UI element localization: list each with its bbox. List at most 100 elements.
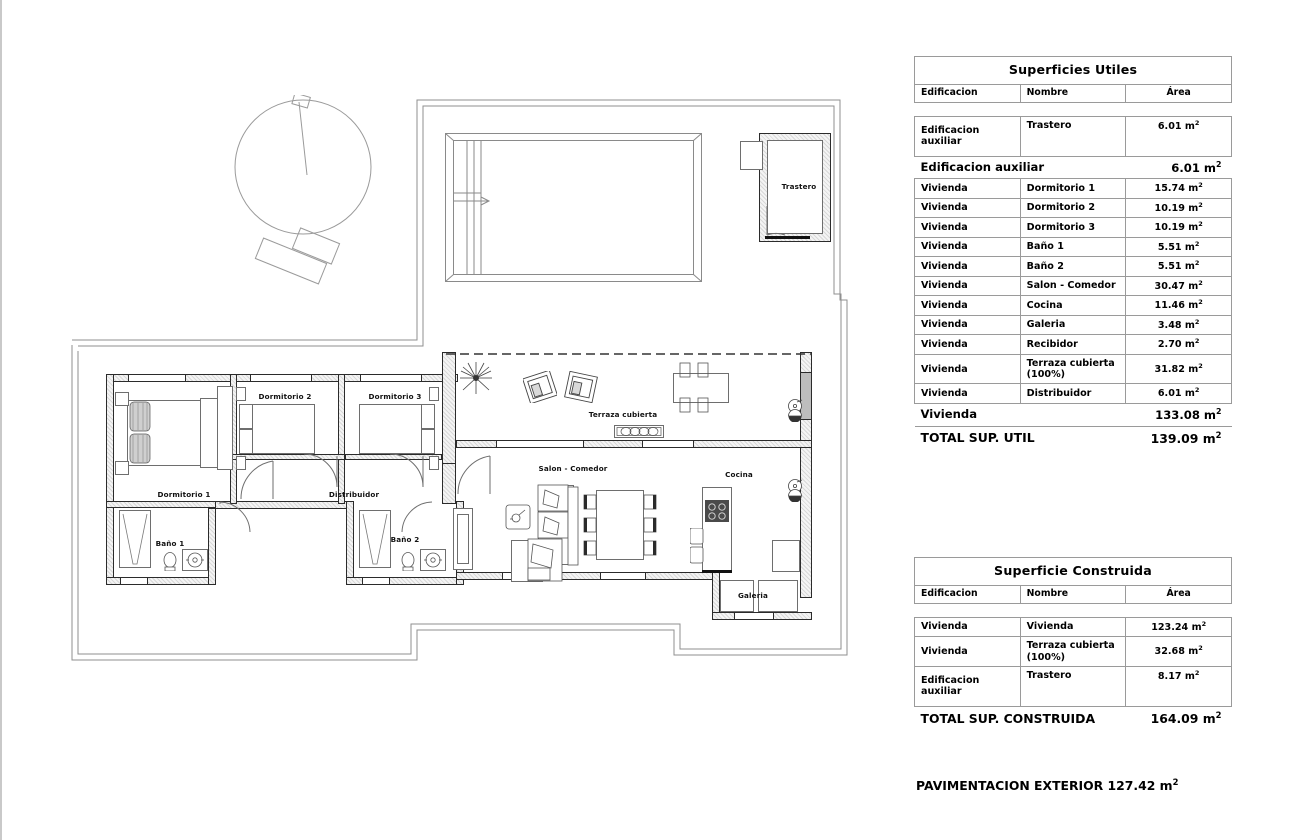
total-value: 139.09 m2: [1125, 426, 1232, 450]
window-bedroom1: [128, 374, 186, 382]
recibidor-closet-inner: [457, 514, 469, 564]
terrace-dining-chairs: [679, 362, 709, 413]
wall-east-bano1: [208, 501, 216, 585]
window-salon-south-2: [600, 572, 646, 580]
wall-west-bano1: [106, 501, 114, 585]
bed-bedroom2: [249, 404, 315, 454]
wardrobe-master: [217, 386, 233, 470]
wall-west-bedroom1: [106, 374, 114, 509]
cell-area: 6.01 m2: [1125, 115, 1232, 157]
terrace-coffee-table-detail: [616, 427, 662, 436]
kitchen-stools: [690, 528, 704, 564]
room-label-distribuidor: Distribuidor: [328, 490, 380, 499]
pavimentacion-label: PAVIMENTACION EXTERIOR: [916, 778, 1104, 794]
table-header-row: Edificacion Nombre Área: [914, 83, 1232, 103]
col-header-nombre: Nombre: [1019, 584, 1127, 604]
sliding-door-salon: [496, 440, 584, 448]
col-header-edificacion: Edificacion: [914, 584, 1021, 604]
col-header-area: Área: [1125, 83, 1232, 103]
cell-edificacion: Edificacion auxiliar: [914, 665, 1021, 707]
total-value: 164.09 m2: [1125, 706, 1232, 730]
cell-area: 6.01 m2: [1125, 383, 1232, 404]
window-bano1: [120, 577, 148, 585]
bed2-pillow-b: [239, 429, 253, 454]
nightstand-bedroom3-b: [429, 456, 439, 470]
cell-nombre: Recibidor: [1019, 334, 1127, 355]
nightstand-bedroom2-b: [236, 456, 246, 470]
cell-edificacion: Vivienda: [914, 217, 1021, 238]
table-title: Superficie Construida: [914, 557, 1232, 586]
total-label: TOTAL SUP. CONSTRUIDA: [914, 706, 1126, 730]
table-row: Edificacion auxiliar Trastero 8.17 m2: [914, 665, 1232, 707]
cell-area: 11.46 m2: [1125, 295, 1232, 316]
subtotal-label: Vivienda: [914, 402, 1126, 427]
table-total-row: TOTAL SUP. UTIL 139.09 m2: [914, 426, 1232, 450]
sink-bano1-symbol: [186, 552, 204, 568]
parasol-and-loungers-icon: [234, 95, 372, 285]
cell-area: 3.48 m2: [1125, 314, 1232, 336]
bed2-pillow-a: [239, 404, 253, 429]
shower-bano2-symbol: [362, 513, 388, 565]
bed3-pillow-b: [421, 429, 435, 454]
sink-kitchen-lower-icon: [788, 479, 803, 502]
table-row: Vivienda Cocina 11.46 m2: [914, 295, 1232, 316]
cell-edificacion: Vivienda: [914, 256, 1021, 277]
nightstand-left-1: [115, 392, 129, 406]
room-label-cocina: Cocina: [725, 470, 753, 479]
table-row: Vivienda Terraza cubierta (100%) 31.82 m…: [914, 353, 1232, 385]
cell-nombre: Dormitorio 1: [1019, 178, 1127, 199]
table-total-row: TOTAL SUP. CONSTRUIDA 164.09 m2: [914, 706, 1232, 730]
cell-area: 123.24 m2: [1125, 616, 1232, 638]
cell-area: 5.51 m2: [1125, 236, 1232, 258]
armchair-terrace-1: [523, 371, 557, 403]
cell-area: 2.70 m2: [1125, 334, 1232, 355]
swimming-pool: [445, 133, 702, 282]
col-header-area: Área: [1125, 584, 1232, 604]
col-header-nombre: Nombre: [1019, 83, 1127, 103]
door-bedroom3-icon: [389, 453, 425, 488]
cell-edificacion: Vivienda: [914, 197, 1021, 219]
sofa-cushions: [537, 484, 579, 566]
window-galeria: [734, 612, 774, 620]
table-row: Vivienda Salon - Comedor 30.47 m2: [914, 275, 1232, 297]
galeria-unit-1: [720, 580, 754, 612]
room-label-dormitorio-2: Dormitorio 2: [258, 392, 312, 401]
table-row: Vivienda Vivienda 123.24 m2: [914, 616, 1232, 638]
table-row: Vivienda Galeria 3.48 m2: [914, 314, 1232, 336]
cell-edificacion: Vivienda: [914, 295, 1021, 316]
trastero-threshold: [765, 236, 810, 239]
door-bano2-icon: [401, 501, 434, 534]
total-label: TOTAL SUP. UTIL: [914, 426, 1126, 450]
partition-bed2-bed3: [338, 374, 345, 504]
table-row: Vivienda Baño 1 5.51 m2: [914, 236, 1232, 258]
cell-edificacion: Edificacion auxiliar: [914, 115, 1021, 157]
cell-edificacion: Vivienda: [914, 383, 1021, 404]
table-superficies-utiles: Superficies Utiles Edificacion Nombre Ár…: [914, 56, 1232, 450]
door-bano1-icon: [219, 501, 252, 534]
cell-edificacion: Vivienda: [914, 314, 1021, 336]
table-spacer: [915, 603, 1232, 617]
table-title: Superficies Utiles: [914, 56, 1232, 85]
pavimentacion-exterior-note: PAVIMENTACION EXTERIOR 127.42 m2: [916, 777, 1178, 793]
table-row: Vivienda Baño 2 5.51 m2: [914, 256, 1232, 277]
cell-nombre: Cocina: [1019, 295, 1127, 316]
room-label-trastero: Trastero: [781, 182, 817, 191]
table-title-row: Superficie Construida: [914, 557, 1232, 586]
cell-nombre: Dormitorio 3: [1019, 217, 1127, 238]
subtotal-value: 133.08 m2: [1125, 402, 1232, 427]
chaise-longue: [527, 538, 563, 582]
cell-nombre: Distribuidor: [1019, 383, 1127, 404]
sliding-door-cocina: [642, 440, 694, 448]
kitchen-island-edge: [702, 570, 732, 573]
table-row: Edificacion auxiliar Trastero 6.01 m2: [914, 115, 1232, 157]
cell-area: 31.82 m2: [1125, 353, 1232, 385]
plot-boundary: [71, 99, 848, 661]
door-bedroom2-icon: [303, 453, 339, 488]
window-bedroom3: [360, 374, 422, 382]
table-title-row: Superficies Utiles: [914, 56, 1232, 85]
wall-west-bano2: [346, 501, 354, 585]
floor-plan-drawing: Trastero: [2, 0, 902, 840]
room-label-salon-comedor: Salon - Comedor: [538, 464, 608, 473]
table-row: Vivienda Terraza cubierta (100%) 32.68 m…: [914, 636, 1232, 667]
room-label-galeria: Galeria: [738, 591, 768, 600]
